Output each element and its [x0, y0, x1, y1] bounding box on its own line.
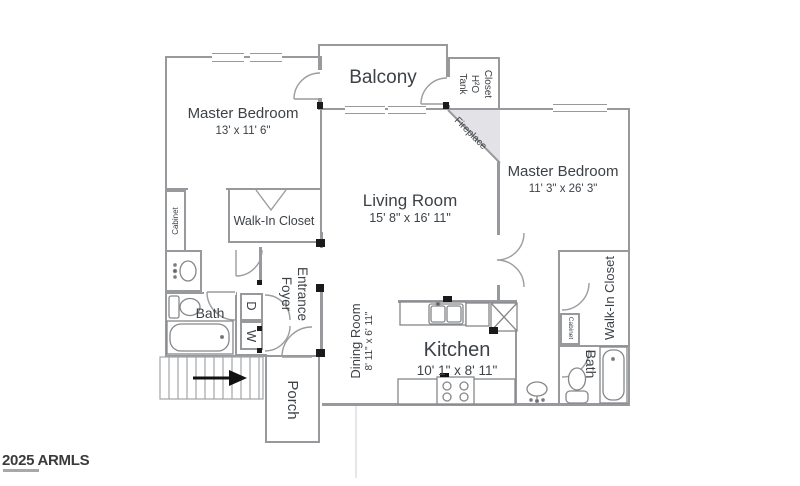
- dryer-box: [240, 293, 263, 321]
- wall-master-right-lower: [497, 285, 500, 302]
- wall-foyer-upper: [320, 232, 323, 248]
- wall-kitchen-right: [515, 300, 517, 405]
- label-washer: W: [244, 329, 260, 343]
- slider-balcony-1: [345, 106, 385, 114]
- label-kitchen: Kitchen 10' 1" x 8' 11": [416, 339, 498, 379]
- stairs: [159, 356, 264, 400]
- door-arc-washer: [264, 325, 291, 352]
- label-bath-left: Bath: [195, 305, 225, 322]
- slider-balcony-2: [388, 106, 426, 114]
- label-balcony: Balcony: [349, 67, 417, 89]
- dishwasher: [465, 302, 490, 327]
- window-master-right: [553, 104, 607, 112]
- wall-foyer-bottom: [237, 354, 267, 357]
- watermark: 2025 ARMLS: [2, 452, 90, 469]
- washer-box: [240, 321, 263, 350]
- opening-bath-left: [204, 291, 236, 295]
- room-bath-left: [165, 292, 237, 357]
- label-dryer: D: [244, 301, 260, 311]
- wall-foyer-lower: [320, 285, 323, 355]
- opening-master-left-hall: [188, 187, 226, 192]
- label-cabinet-right: Cabinet: [567, 316, 575, 340]
- label-walkin-closet-right: Walk-In Closet: [601, 255, 617, 341]
- cabinet-right-box: [560, 313, 580, 345]
- kitchen-sink: [428, 301, 464, 325]
- wall-hallway: [259, 247, 262, 280]
- vanity-left-box: [165, 250, 202, 292]
- opening-master-left-balcony: [317, 70, 325, 98]
- window-master-left-1: [212, 53, 244, 62]
- watermark-subtext: [3, 469, 39, 472]
- label-master-bedroom-right: Master Bedroom 11' 3" x 26' 3": [507, 163, 619, 196]
- wall-master-right-upper: [497, 162, 500, 235]
- label-bath-right: Bath: [582, 349, 599, 379]
- wall-kitchen-top: [398, 300, 517, 303]
- wall-bottom: [322, 403, 630, 406]
- window-master-left-2: [250, 53, 282, 62]
- label-walkin-closet-left: Walk-In Closet: [233, 214, 315, 229]
- label-entrance-foyer: Entrance Foyer: [279, 266, 311, 322]
- label-master-bedroom-left: Master Bedroom 13' x 11' 6": [187, 105, 299, 138]
- opening-balcony-closet: [444, 77, 452, 105]
- label-closet-h2o-tank: Closet H²O Tank: [456, 69, 493, 99]
- label-cabinet-left: Cabinet: [171, 207, 180, 235]
- stairs-direction-arrow: [193, 370, 247, 386]
- kitchen-counter-top: [399, 301, 467, 326]
- label-porch: Porch: [284, 380, 302, 420]
- label-dining-room: Dining Room 8' 11" x 6' 11": [347, 303, 375, 379]
- room-walk-in-closet-left: [228, 188, 322, 243]
- door-arc-entry: [281, 326, 313, 358]
- label-living-room: Living Room 15' 8" x 16' 11": [362, 190, 458, 225]
